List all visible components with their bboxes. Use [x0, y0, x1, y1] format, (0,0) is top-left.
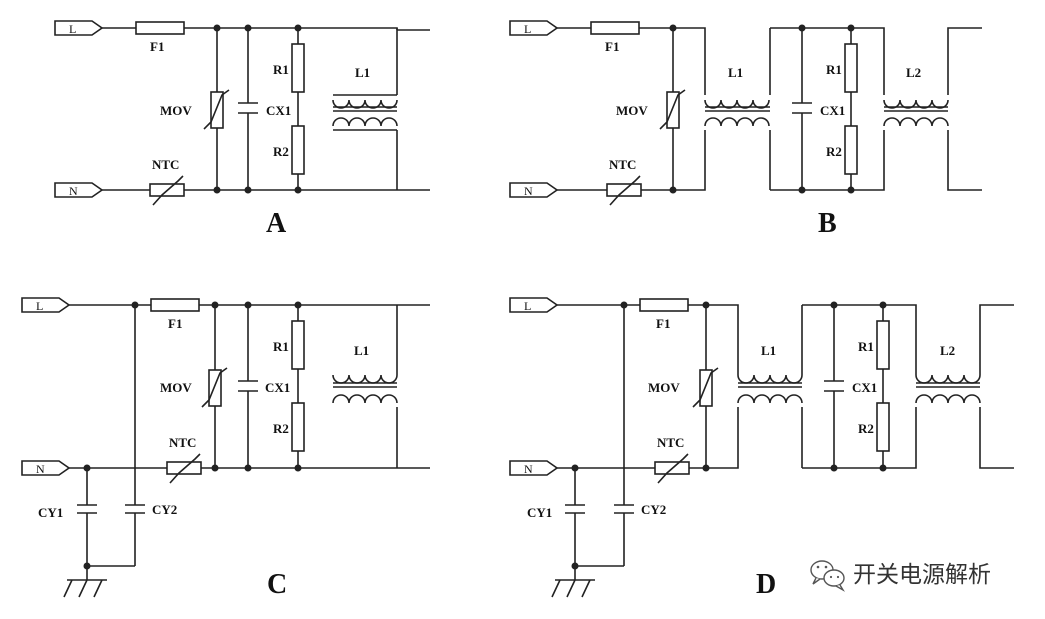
svg-text:L1: L1 — [355, 65, 370, 80]
resistor-r2 — [291, 402, 305, 452]
port-n-terminal: N — [509, 460, 559, 476]
svg-text:R1: R1 — [273, 62, 289, 77]
svg-text:MOV: MOV — [616, 103, 648, 118]
junction-dots — [83, 301, 302, 570]
svg-text:N: N — [69, 184, 78, 198]
ground-symbol — [551, 579, 595, 598]
svg-text:R2: R2 — [858, 421, 874, 436]
svg-text:R1: R1 — [273, 339, 289, 354]
mov-varistor — [203, 89, 230, 130]
svg-text:L1: L1 — [728, 65, 743, 80]
port-n-terminal: N — [509, 182, 559, 198]
panel-a-circuit: L N F1 NTC MOV CX1 R1 — [54, 20, 430, 239]
panel-c-letter: C — [267, 569, 287, 600]
svg-text:CY1: CY1 — [38, 505, 63, 520]
junction-dots — [571, 301, 887, 570]
svg-text:R2: R2 — [826, 144, 842, 159]
svg-text:NTC: NTC — [609, 157, 636, 172]
common-mode-choke-l2 — [883, 27, 982, 191]
svg-text:L: L — [524, 22, 531, 36]
panel-a-letter: A — [266, 208, 287, 239]
svg-text:CX1: CX1 — [820, 103, 845, 118]
panel-d-letter: D — [756, 569, 776, 600]
mov-varistor — [201, 367, 228, 408]
resistor-r1 — [291, 320, 305, 370]
svg-text:MOV: MOV — [648, 380, 680, 395]
svg-text:NTC: NTC — [169, 435, 196, 450]
svg-text:R1: R1 — [826, 62, 842, 77]
watermark-text: 开关电源解析 — [853, 562, 991, 588]
port-l-terminal: L — [21, 297, 71, 313]
fuse — [150, 298, 200, 312]
watermark: 开关电源解析 — [810, 560, 991, 592]
svg-text:R2: R2 — [273, 421, 289, 436]
junction-dots — [213, 24, 302, 194]
mov-varistor — [692, 367, 719, 408]
common-mode-choke-l2 — [915, 304, 1014, 469]
svg-text:CY2: CY2 — [152, 502, 177, 517]
fuse — [639, 298, 689, 312]
resistor-r2 — [876, 402, 890, 452]
svg-text:CX1: CX1 — [266, 103, 291, 118]
svg-text:L: L — [69, 22, 76, 36]
svg-text:F1: F1 — [168, 316, 182, 331]
svg-text:F1: F1 — [150, 39, 164, 54]
svg-text:N: N — [524, 184, 533, 198]
common-mode-choke-l1 — [737, 305, 803, 468]
resistor-r1 — [844, 43, 858, 93]
panel-c-circuit: L N F1 NTC MOV CX1 R1 R2 — [21, 297, 430, 600]
panel-d-circuit: L N F1 NTC MOV L1 — [509, 297, 1014, 600]
svg-text:NTC: NTC — [152, 157, 179, 172]
common-mode-choke-l1 — [704, 28, 771, 190]
svg-text:R2: R2 — [273, 144, 289, 159]
svg-text:CX1: CX1 — [852, 380, 877, 395]
common-mode-choke-l1 — [332, 94, 398, 131]
resistor-r2 — [844, 125, 858, 175]
port-n-terminal: N — [54, 182, 104, 198]
fuse — [135, 21, 185, 35]
svg-text:L: L — [36, 299, 43, 313]
wechat-icon — [810, 560, 845, 592]
ntc-thermistor — [149, 175, 185, 206]
resistor-r2 — [291, 125, 305, 175]
svg-text:N: N — [524, 462, 533, 476]
svg-text:F1: F1 — [605, 39, 619, 54]
common-mode-choke-l1 — [332, 374, 398, 404]
svg-text:CX1: CX1 — [265, 380, 290, 395]
svg-text:CY1: CY1 — [527, 505, 552, 520]
panel-b-circuit: L N F1 NTC MOV L1 — [509, 20, 982, 239]
ntc-thermistor — [654, 453, 690, 484]
svg-text:F1: F1 — [656, 316, 670, 331]
port-l-terminal: L — [509, 20, 559, 36]
svg-text:N: N — [36, 462, 45, 476]
svg-text:L2: L2 — [940, 343, 955, 358]
svg-text:R1: R1 — [858, 339, 874, 354]
svg-text:MOV: MOV — [160, 103, 192, 118]
ntc-thermistor — [606, 175, 642, 206]
svg-text:NTC: NTC — [657, 435, 684, 450]
mov-varistor — [659, 89, 686, 130]
ground-symbol — [63, 579, 107, 598]
port-l-terminal: L — [54, 20, 104, 36]
resistor-r1 — [291, 43, 305, 93]
svg-text:L1: L1 — [761, 343, 776, 358]
junction-dots — [669, 24, 855, 194]
svg-text:L1: L1 — [354, 343, 369, 358]
panel-b-letter: B — [818, 208, 837, 239]
svg-text:CY2: CY2 — [641, 502, 666, 517]
svg-text:MOV: MOV — [160, 380, 192, 395]
port-n-terminal: N — [21, 460, 71, 476]
svg-text:L2: L2 — [906, 65, 921, 80]
svg-text:L: L — [524, 299, 531, 313]
fuse — [590, 21, 640, 35]
ntc-thermistor — [166, 453, 202, 484]
resistor-r1 — [876, 320, 890, 370]
port-l-terminal: L — [509, 297, 559, 313]
